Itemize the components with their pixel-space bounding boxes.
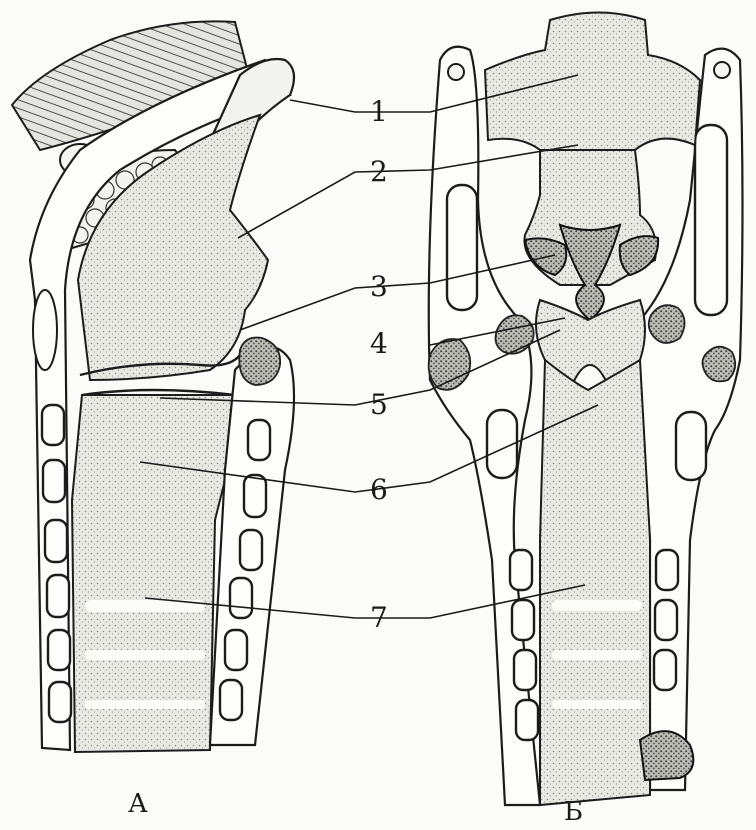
subglottic-cavity-a (72, 395, 235, 752)
callout-3: 3 (370, 270, 388, 303)
callout-7: 7 (370, 601, 388, 634)
panel-a-drawing (12, 21, 294, 752)
callout-numbers: 1 2 3 4 5 6 7 (370, 95, 388, 634)
arytenoid-gland-a (239, 338, 280, 386)
callout-2: 2 (370, 155, 388, 188)
panel-label-a: А (128, 789, 148, 819)
thyroid-window-left-b (447, 185, 477, 310)
gland-b-3 (649, 305, 685, 343)
callout-4: 4 (370, 327, 388, 360)
leader-2 (238, 145, 578, 238)
callout-5: 5 (370, 388, 388, 421)
panel-label-b: Б (564, 797, 583, 827)
trachea-lumen-b (540, 360, 650, 805)
hyoid-left-b (448, 64, 464, 80)
callout-6: 6 (370, 473, 388, 506)
thyroid-window-right-b (695, 125, 727, 315)
thyroid-lamina-a (33, 290, 57, 370)
gland-b-4 (703, 347, 736, 382)
epiglottis-b (485, 13, 700, 151)
panel-b-drawing (429, 13, 743, 806)
hyoid-right-b (714, 62, 730, 78)
ventricle-right-b (620, 236, 658, 275)
callout-1: 1 (370, 95, 388, 128)
